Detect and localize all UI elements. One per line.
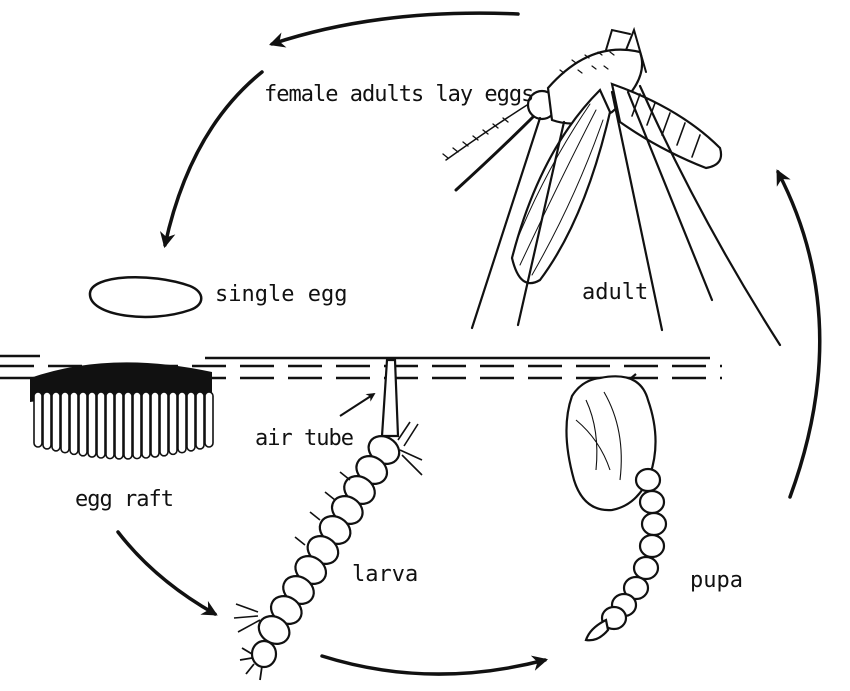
- raft-egg: [150, 391, 160, 458]
- arrow-top: [269, 11, 520, 48]
- arrow-larva-to-pupa: [320, 654, 549, 676]
- label-egg-raft: egg raft: [75, 487, 173, 512]
- raft-egg: [204, 391, 214, 448]
- raft-egg: [69, 391, 79, 456]
- raft-egg: [168, 391, 178, 456]
- pupa-segment: [638, 533, 666, 559]
- adult-mosquito: [442, 26, 782, 347]
- arrow-pupa-to-adult: [776, 169, 822, 499]
- single-egg-shape: [88, 276, 203, 319]
- pupa-segment: [634, 467, 662, 493]
- pupa-segment: [622, 575, 650, 601]
- cycle-arrows: [116, 11, 822, 676]
- raft-egg: [33, 391, 43, 448]
- raft-egg: [114, 391, 124, 460]
- raft-egg: [105, 391, 115, 460]
- raft-egg: [60, 391, 70, 454]
- pupa-shape: [565, 373, 668, 642]
- pupa-segment: [638, 489, 666, 515]
- pupa-segment: [632, 555, 660, 581]
- raft-egg: [123, 391, 133, 460]
- raft-egg: [78, 391, 88, 457]
- raft-egg: [177, 391, 187, 454]
- raft-egg: [132, 391, 142, 460]
- pupa-segment: [640, 511, 668, 537]
- raft-egg: [87, 391, 97, 458]
- larva-shape: [233, 358, 423, 681]
- diagram-labels: female adults lay eggs single egg adult …: [75, 82, 743, 593]
- raft-egg: [195, 391, 205, 450]
- label-air-tube: air tube: [255, 426, 353, 451]
- egg-raft-shape: [30, 362, 214, 460]
- raft-egg: [159, 391, 169, 457]
- raft-egg: [42, 391, 52, 450]
- label-larva: larva: [352, 562, 418, 587]
- label-pupa: pupa: [690, 568, 743, 593]
- arrow-left: [159, 70, 264, 249]
- raft-egg: [51, 391, 61, 452]
- label-female-adults-lay-eggs: female adults lay eggs: [264, 82, 533, 107]
- label-single-egg: single egg: [215, 282, 347, 307]
- arrow-eggraft-to-larva: [116, 530, 218, 616]
- raft-egg: [141, 391, 151, 459]
- label-adult: adult: [582, 280, 648, 305]
- raft-egg: [96, 391, 106, 459]
- air-tube-pointer: [339, 393, 376, 417]
- raft-egg: [186, 391, 196, 452]
- pupa-segment: [600, 605, 628, 631]
